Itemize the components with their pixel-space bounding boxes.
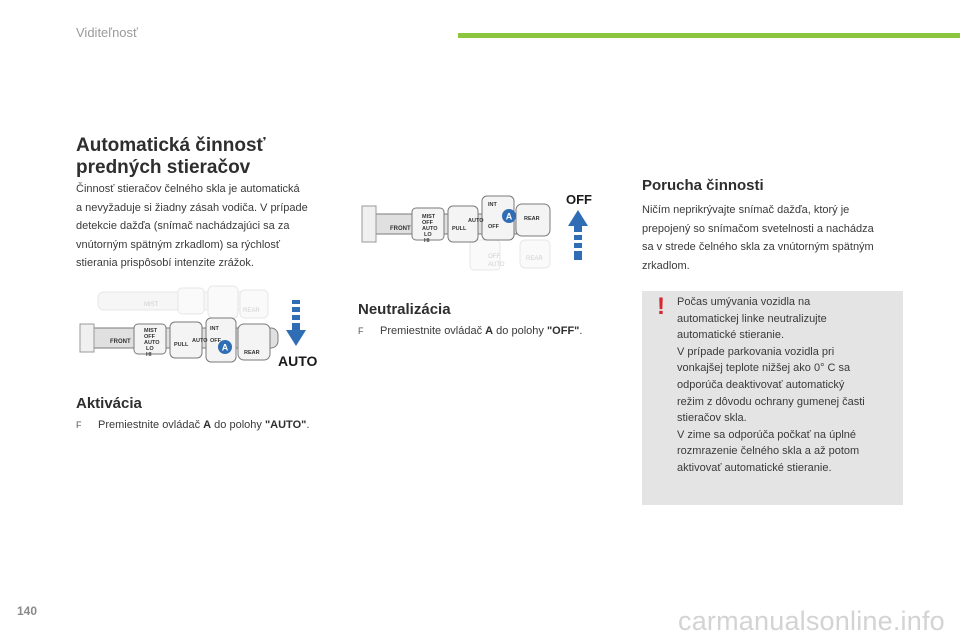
- neutralization-heading: Neutralizácia: [358, 301, 451, 318]
- stalk-label-off: OFF: [422, 220, 434, 226]
- stalk-label-off-2: OFF: [488, 224, 500, 230]
- stalk-faded-label-rear: REAR: [526, 256, 543, 262]
- intro-line: a nevyžaduje si žiadny zásah vodiča. V p…: [76, 201, 308, 214]
- stalk-label-auto: AUTO: [144, 340, 160, 346]
- stalk-label-pull: PULL: [174, 342, 189, 348]
- activation-step: F Premiestnite ovládač A do polohy "AUTO"…: [76, 419, 309, 431]
- activation-text: Premiestnite ovládač: [98, 419, 204, 431]
- warning-line: vonkajšej teplote nižšej ako 0° C sa: [677, 362, 851, 375]
- warning-line: stieračov skla.: [677, 412, 747, 425]
- stalk-faded-label-mist: MIST: [144, 302, 159, 308]
- neutralization-text-end: .: [579, 325, 583, 337]
- stalk-label-mist: MIST: [422, 214, 436, 220]
- warning-line: Počas umývania vozidla na: [677, 296, 811, 308]
- intro-line: vnútorným spätným zrkadlom) sa rýchlosť: [76, 238, 281, 251]
- warning-line: V zime sa odporúča počkať na úplné: [677, 428, 857, 441]
- warning-line: automatické stieranie.: [677, 329, 784, 342]
- stalk-label-lo: LO: [146, 346, 154, 352]
- warning-icon: !: [657, 293, 665, 320]
- control-a-label: A: [222, 343, 229, 353]
- malfunction-line: sa v strede čelného skla za vnútorným sp…: [642, 241, 874, 253]
- intro-line: detekcie dažďa (snímač nachádzajúci sa z…: [76, 220, 290, 232]
- intro-line: stierania prispôsobí intenzite zrážok.: [76, 257, 254, 269]
- control-a-label: A: [506, 212, 513, 222]
- stalk-label-rear: REAR: [524, 216, 540, 222]
- stalk-label-auto: AUTO: [422, 226, 438, 232]
- warning-line: aktivovať automatické stieranie.: [677, 461, 832, 474]
- activation-position: "AUTO": [264, 419, 307, 431]
- bullet-icon: F: [358, 326, 364, 336]
- stalk-label-lo: LO: [424, 232, 432, 238]
- section-title: Viditeľnosť: [76, 25, 138, 40]
- stalk-faded-label-off: OFF: [488, 254, 500, 260]
- section-accent-bar: [458, 33, 960, 38]
- stalk-label-auto-2: AUTO: [468, 218, 484, 224]
- stalk-label-int: INT: [488, 202, 498, 208]
- stalk-faded-label-rear: REAR: [243, 308, 260, 314]
- intro-line: Činnosť stieračov čelného skla je automa…: [76, 183, 300, 195]
- stalk-label-off-2: OFF: [210, 338, 222, 344]
- activation-control: A: [203, 419, 212, 431]
- wiper-stalk-off-illustration: OFF AUTO REAR FRONT MIST OFF AUTO LO HI …: [361, 192, 592, 271]
- neutralization-text: Premiestnite ovládač: [380, 325, 486, 337]
- control-a-marker: [218, 340, 232, 354]
- off-position-label: OFF: [566, 192, 592, 207]
- site-watermark: carmanualsonline.info: [678, 606, 945, 636]
- stalk-label-off: OFF: [144, 334, 156, 340]
- malfunction-heading: Porucha činnosti: [642, 177, 764, 194]
- wiper-stalk-auto-illustration: MIST REAR FRONT MIST OFF AUTO LO HI PULL…: [78, 284, 318, 374]
- warning-line: odporúča deaktivovať automatický: [677, 378, 845, 391]
- warning-line: režim z dôvodu ochrany gumenej časti: [677, 395, 865, 408]
- malfunction-line: Ničím neprikrývajte snímač dažďa, ktorý …: [642, 204, 850, 216]
- activation-heading: Aktivácia: [76, 395, 142, 412]
- warning-text: Počas umývania vozidla na automatickej l…: [677, 294, 897, 477]
- page-heading: Automatická činnosť predných stieračov: [76, 135, 356, 179]
- warning-line: V prípade parkovania vozidla pri: [677, 345, 835, 358]
- stalk-label-auto-2: AUTO: [192, 338, 208, 344]
- stalk-faded-label-auto: AUTO: [488, 262, 505, 268]
- stalk-label-rear: REAR: [244, 350, 260, 356]
- stalk-label-front: FRONT: [110, 339, 131, 345]
- stalk-label-hi: HI: [146, 352, 152, 358]
- stalk-label-front: FRONT: [390, 226, 411, 232]
- stalk-label-pull: PULL: [452, 226, 467, 232]
- intro-paragraph: Činnosť stieračov čelného skla je automa…: [76, 180, 356, 273]
- warning-line: automatickej linke neutralizujte: [677, 312, 827, 325]
- down-arrow-icon: [286, 300, 306, 346]
- up-arrow-icon: [568, 210, 588, 260]
- activation-text-end: .: [306, 419, 310, 431]
- neutralization-text-middle: do polohy: [493, 325, 547, 337]
- neutralization-step: F Premiestnite ovládač A do polohy "OFF".: [358, 325, 582, 337]
- activation-text-middle: do polohy: [211, 419, 265, 431]
- control-a-marker: [502, 209, 516, 223]
- page-number: 140: [17, 604, 38, 618]
- stalk-label-mist: MIST: [144, 328, 158, 334]
- page-heading-line-2: predných stieračov: [76, 157, 251, 178]
- warning-box: [642, 291, 903, 505]
- malfunction-line: zrkadlom.: [642, 259, 690, 272]
- stalk-label-int: INT: [210, 326, 220, 332]
- malfunction-line: prepojený so snímačom svetelnosti a nach…: [642, 222, 874, 235]
- page-heading-line-1: Automatická činnosť: [76, 135, 266, 156]
- neutralization-position: "OFF": [546, 325, 580, 337]
- bullet-icon: F: [76, 420, 82, 430]
- neutralization-control: A: [485, 325, 494, 337]
- malfunction-paragraph: Ničím neprikrývajte snímač dažďa, ktorý …: [642, 201, 912, 275]
- stalk-label-hi: HI: [424, 238, 430, 244]
- auto-position-label: AUTO: [278, 353, 318, 369]
- warning-line: rozmrazenie čelného skla a až potom: [677, 445, 860, 458]
